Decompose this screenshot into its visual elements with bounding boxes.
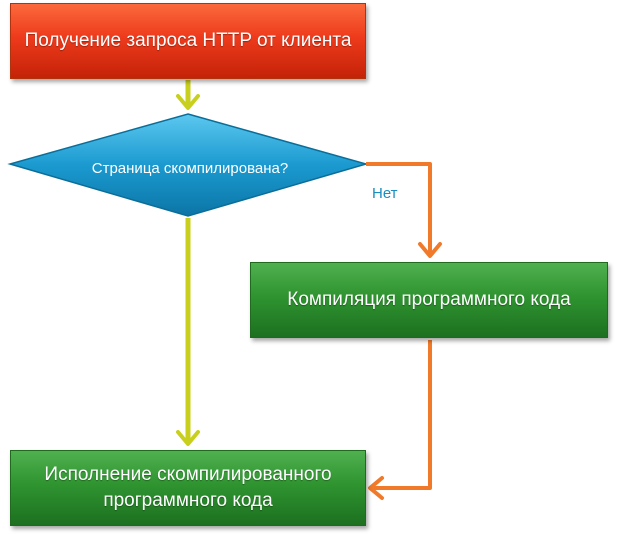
edge-label-no: Нет <box>372 185 398 202</box>
arrow-start-to-decision <box>176 80 200 110</box>
start-node: Получение запроса HTTP от клиента <box>10 3 366 79</box>
execute-node: Исполнение скомпилированного программног… <box>10 450 366 526</box>
decision-diamond <box>7 113 369 217</box>
compile-node: Компиляция программного кода <box>250 262 608 338</box>
arrow-decision-to-execute <box>176 218 200 446</box>
compile-node-label: Компиляция программного кода <box>287 289 571 310</box>
start-node-label: Получение запроса HTTP от клиента <box>24 30 352 51</box>
execute-node-label: Исполнение скомпилированного программног… <box>44 464 332 511</box>
decision-node-label: Страница скомпилирована? <box>91 160 289 177</box>
decision-node-label-wrap: Страница скомпилирована? <box>90 146 290 192</box>
arrow-decision-to-compile <box>366 162 442 258</box>
arrow-compile-to-execute <box>368 340 432 500</box>
